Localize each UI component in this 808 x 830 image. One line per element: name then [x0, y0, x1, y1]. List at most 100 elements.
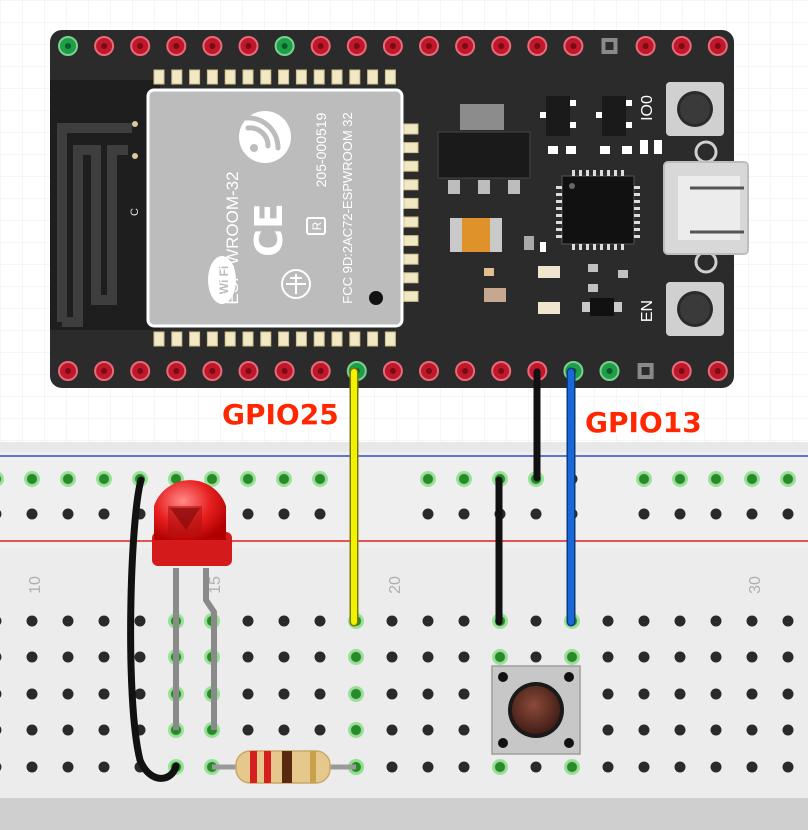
- voltage-regulator: [437, 104, 531, 194]
- breadboard-hole: [602, 688, 614, 700]
- breadboard-hole: [278, 724, 290, 736]
- breadboard-hole: [386, 651, 398, 663]
- breadboard-hole: [422, 761, 434, 773]
- wire-gnd-black-3[interactable]: [127, 476, 180, 782]
- breadboard-hole: [746, 508, 758, 520]
- espressif-logo-icon: [239, 111, 291, 163]
- breadboard-hole: [386, 724, 398, 736]
- breadboard-hole: [782, 651, 794, 663]
- breadboard-hole: [98, 724, 110, 736]
- col-number-15: 15: [207, 576, 224, 594]
- breadboard-hole: [458, 761, 470, 773]
- esp32-board: C ESP-WROOM-32 CE Wi Fi R 205-000519 FCC…: [50, 30, 749, 388]
- breadboard-hole: [530, 615, 542, 627]
- breadboard-hole: [674, 761, 686, 773]
- transistor: [596, 96, 632, 136]
- breadboard-hole: [62, 651, 74, 663]
- breadboard-hole: [746, 615, 758, 627]
- breadboard-hole: [314, 688, 326, 700]
- breadboard-hole: [782, 508, 794, 520]
- breadboard-hole: [422, 724, 434, 736]
- diode: [582, 298, 622, 316]
- breadboard-hole: [710, 651, 722, 663]
- gpio25-label: GPIO25: [222, 398, 339, 431]
- breadboard-hole: [62, 688, 74, 700]
- col-number-10: 10: [27, 576, 44, 594]
- io0-label: IO0: [639, 95, 656, 121]
- en-button[interactable]: [666, 282, 724, 336]
- col-number-30: 30: [747, 576, 764, 594]
- breadboard-hole: [26, 615, 38, 627]
- breadboard-hole: [458, 724, 470, 736]
- breadboard-hole: [674, 651, 686, 663]
- breadboard-hole: [278, 688, 290, 700]
- breadboard-hole: [458, 651, 470, 663]
- breadboard-hole: [278, 651, 290, 663]
- breadboard-hole: [26, 761, 38, 773]
- breadboard-hole: [242, 615, 254, 627]
- breadboard-hole: [530, 761, 542, 773]
- breadboard-hole: [134, 688, 146, 700]
- breadboard-hole: [98, 651, 110, 663]
- breadboard-hole: [422, 615, 434, 627]
- breadboard-hole: [0, 510, 2, 518]
- module-fcc-text: FCC 9D:2AC72-ESPWROOM 32: [340, 112, 355, 303]
- breadboard-hole: [386, 615, 398, 627]
- breadboard-hole: [314, 508, 326, 520]
- module-pads: [153, 69, 419, 347]
- breadboard-hole: [98, 761, 110, 773]
- breadboard-hole: [242, 508, 254, 520]
- breadboard-hole: [746, 651, 758, 663]
- breadboard-hole: [710, 508, 722, 520]
- en-label: EN: [639, 300, 656, 322]
- breadboard-hole: [710, 688, 722, 700]
- breadboard-hole: [0, 763, 2, 771]
- breadboard-hole: [674, 688, 686, 700]
- breadboard-hole: [242, 724, 254, 736]
- breadboard-hole: [422, 508, 434, 520]
- breadboard-hole: [62, 761, 74, 773]
- breadboard-hole: [26, 688, 38, 700]
- r-mark-icon: R: [306, 217, 326, 235]
- breadboard-hole: [98, 688, 110, 700]
- breadboard-hole: [746, 724, 758, 736]
- breadboard-hole: [782, 615, 794, 627]
- tantalum-capacitor: [450, 218, 502, 252]
- breadboard-hole: [314, 651, 326, 663]
- breadboard-hole: [458, 508, 470, 520]
- breadboard-hole: [674, 615, 686, 627]
- wifi-logo-icon: Wi Fi: [208, 256, 236, 304]
- fcc-logo-icon: [281, 269, 311, 299]
- resistor[interactable]: [212, 750, 356, 784]
- breadboard-hole: [746, 761, 758, 773]
- breadboard-hole: [26, 651, 38, 663]
- antenna-trace: [57, 123, 132, 327]
- transistor: [540, 96, 576, 136]
- breadboard-hole: [26, 508, 38, 520]
- push-button[interactable]: [491, 665, 581, 755]
- breadboard-hole: [638, 688, 650, 700]
- svg-text:Wi Fi: Wi Fi: [217, 266, 231, 295]
- io0-button[interactable]: [666, 82, 724, 136]
- breadboard-hole: [134, 615, 146, 627]
- breadboard-hole: [62, 615, 74, 627]
- usb-uart-chip: [556, 170, 640, 250]
- red-led[interactable]: [152, 480, 232, 730]
- breadboard-hole: [602, 761, 614, 773]
- breadboard-hole: [638, 508, 650, 520]
- ce-mark: CE: [247, 203, 291, 257]
- breadboard-hole: [638, 651, 650, 663]
- breadboard-hole: [386, 688, 398, 700]
- breadboard-hole: [0, 726, 2, 734]
- breadboard: 10 15 20 30: [0, 442, 808, 830]
- breadboard-hole: [602, 615, 614, 627]
- antenna-mark: C: [129, 208, 141, 216]
- breadboard-hole: [242, 651, 254, 663]
- breadboard-hole: [710, 761, 722, 773]
- breadboard-hole: [602, 724, 614, 736]
- breadboard-hole: [62, 508, 74, 520]
- usb-connector: [663, 140, 749, 274]
- breadboard-hole: [422, 651, 434, 663]
- breadboard-hole: [62, 724, 74, 736]
